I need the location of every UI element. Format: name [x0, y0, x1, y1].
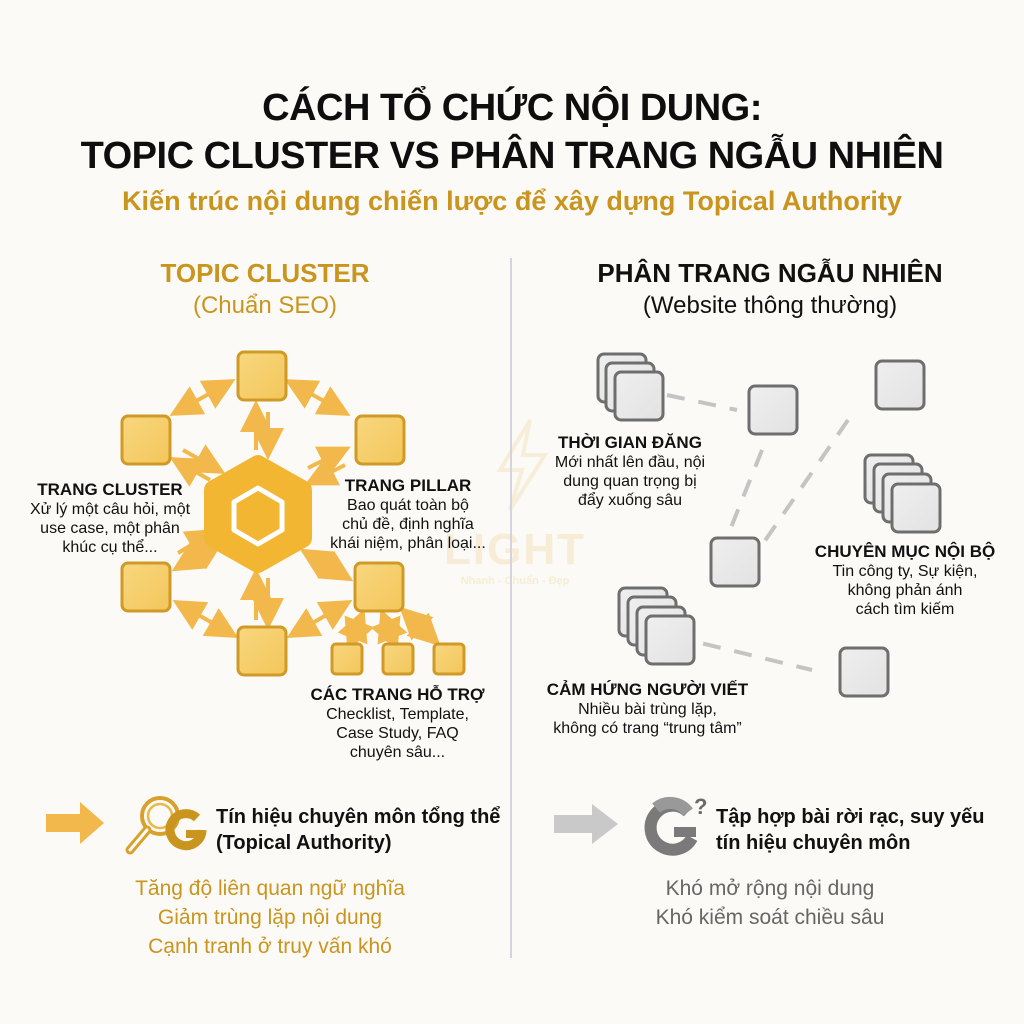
- pillar-page-label: TRANG PILLAR Bao quát toàn bộ chủ đề, đị…: [318, 476, 498, 553]
- support-box-2: [381, 642, 415, 676]
- topical-authority-signal: Tín hiệu chuyên môn tổng thể (Topical Au…: [216, 804, 506, 856]
- weak-signal-line-1: Tập hợp bài rời rạc, suy yếu: [716, 806, 985, 828]
- drawback-item: Khó kiểm soát chiều sâu: [655, 906, 885, 929]
- cluster-box-top: [236, 350, 288, 402]
- support-pages-desc-2: Case Study, FAQ: [336, 725, 459, 742]
- random-pagination-diagram: [596, 352, 942, 698]
- drawback-item: Khó mở rộng nội dung: [665, 877, 875, 900]
- internal-category-title: CHUYÊN MỤC NỘI BỘ: [814, 542, 996, 561]
- arrow-right-gold-icon: [46, 802, 104, 844]
- google-question-icon: ?: [644, 794, 707, 856]
- pillar-page-desc-3: khái niệm, phân loại...: [330, 535, 486, 552]
- pillar-page-desc-2: chủ đề, định nghĩa: [342, 516, 474, 533]
- writer-inspiration-title: CẢM HỨNG NGƯỜI VIẾT: [546, 680, 749, 699]
- page-subtitle: Kiến trúc nội dung chiến lược để xây dựn…: [122, 186, 902, 216]
- publish-time-title: THỜI GIAN ĐĂNG: [558, 433, 702, 452]
- publish-time-desc-2: dung quan trọng bị: [563, 473, 697, 490]
- support-box-3: [432, 642, 466, 676]
- random-pagination-subheading: (Website thông thường): [642, 292, 898, 319]
- pillar-hexagon-icon: [204, 455, 312, 573]
- cluster-box-right-top: [354, 414, 406, 466]
- signal-line-2: (Topical Authority): [216, 832, 392, 854]
- random-pagination-heading: PHÂN TRANG NGẪU NHIÊN: [597, 258, 943, 288]
- arrow-right-grey-icon: [554, 804, 618, 844]
- support-pages-label: CÁC TRANG HỖ TRỢ Checklist, Template, Ca…: [305, 685, 490, 762]
- topic-cluster-heading: TOPIC CLUSTER: [160, 258, 370, 288]
- cluster-box-left-bottom: [120, 561, 172, 613]
- writer-inspiration-desc-1: Nhiều bài trùng lặp,: [578, 701, 717, 718]
- benefits-list: Tăng độ liên quan ngữ nghĩa Giảm trùng l…: [40, 874, 500, 961]
- internal-category-desc-2: không phản ánh: [847, 582, 963, 599]
- topic-cluster-diagram: [120, 350, 466, 677]
- weak-signal-text: Tập hợp bài rời rạc, suy yếu tín hiệu ch…: [716, 804, 1006, 856]
- writer-inspiration-desc-2: không có trang “trung tâm”: [553, 720, 742, 737]
- publish-time-desc-1: Mới nhất lên đầu, nội: [554, 454, 706, 471]
- pillar-page-desc-1: Bao quát toàn bộ: [347, 497, 469, 514]
- cluster-page-desc-1: Xử lý một câu hỏi, một: [29, 501, 191, 518]
- benefit-item: Cạnh tranh ở truy vấn khó: [148, 935, 392, 958]
- drawbacks-list: Khó mở rộng nội dung Khó kiểm soát chiều…: [530, 874, 1010, 932]
- svg-text:?: ?: [694, 794, 707, 819]
- page-title-line2: TOPIC CLUSTER VS PHÂN TRANG NGẪU NHIÊN: [80, 135, 944, 177]
- page-title-line1: CÁCH TỔ CHỨC NỘI DUNG:: [262, 87, 762, 129]
- publish-time-desc-3: đẩy xuống sâu: [577, 492, 683, 509]
- writer-inspiration-label: CẢM HỨNG NGƯỜI VIẾT Nhiều bài trùng lặp,…: [530, 680, 765, 738]
- signal-line-1: Tín hiệu chuyên môn tổng thể: [216, 806, 501, 828]
- internal-category-label: CHUYÊN MỤC NỘI BỘ Tin công ty, Sự kiện, …: [800, 542, 1010, 619]
- weak-signal-line-2: tín hiệu chuyên môn: [716, 832, 911, 854]
- cluster-page-title: TRANG CLUSTER: [37, 480, 183, 499]
- publish-time-label: THỜI GIAN ĐĂNG Mới nhất lên đầu, nội dun…: [530, 433, 730, 510]
- support-pages-desc-3: chuyên sâu...: [349, 744, 446, 761]
- pillar-page-title: TRANG PILLAR: [344, 476, 472, 495]
- support-box-1: [330, 642, 364, 676]
- internal-category-desc-3: cách tìm kiếm: [855, 601, 955, 618]
- column-divider: [510, 258, 512, 958]
- support-pages-desc-1: Checklist, Template,: [326, 706, 469, 723]
- watermark-brand: LIGHT: [444, 525, 586, 574]
- benefit-item: Giảm trùng lặp nội dung: [157, 906, 383, 929]
- support-pages-title: CÁC TRANG HỖ TRỢ: [310, 685, 485, 704]
- benefit-item: Tăng độ liên quan ngữ nghĩa: [135, 877, 405, 900]
- cluster-box-right-bottom: [353, 561, 405, 613]
- internal-category-desc-1: Tin công ty, Sự kiện,: [832, 563, 978, 580]
- watermark: LIGHT Nhanh - Chuẩn - Đẹp: [430, 418, 600, 587]
- cluster-page-desc-3: khúc cụ thể...: [62, 539, 158, 556]
- cluster-page-desc-2: use case, một phân: [40, 520, 180, 537]
- watermark-tagline: Nhanh - Chuẩn - Đẹp: [460, 575, 570, 587]
- cluster-box-bottom: [236, 625, 288, 677]
- magnifier-google-icon: [125, 796, 207, 855]
- cluster-box-left-top: [120, 414, 172, 466]
- topic-cluster-subheading: (Chuẩn SEO): [192, 292, 338, 319]
- cluster-page-label: TRANG CLUSTER Xử lý một câu hỏi, một use…: [10, 480, 210, 557]
